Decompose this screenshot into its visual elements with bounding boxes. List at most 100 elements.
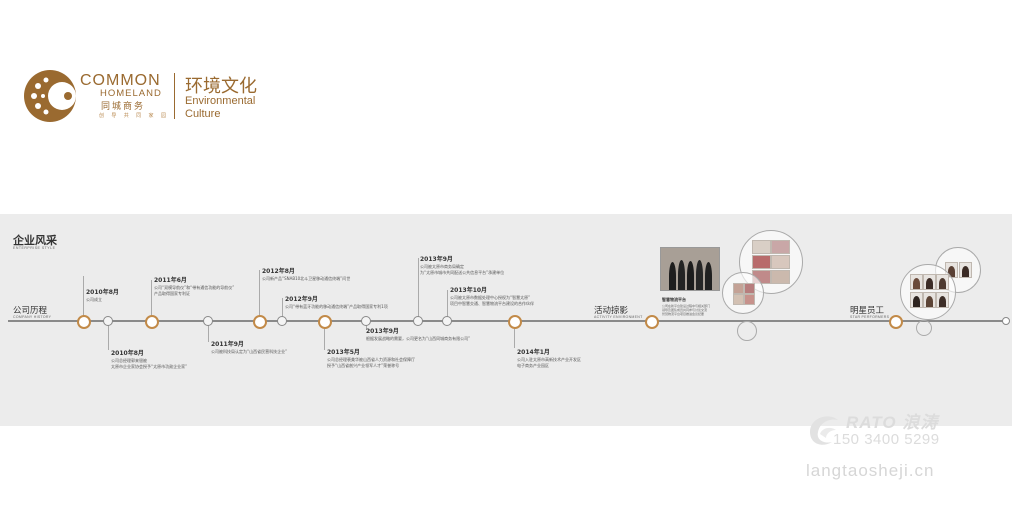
staff-portrait [936, 292, 949, 308]
milestone-company-history-sub: COMPANY HISTORY [13, 315, 52, 319]
event-2013-10: 2013年10月 公司被太原市数据处理中心授权为“智慧太原” 项目中智慧交通、智… [450, 287, 534, 306]
person-figure [669, 262, 676, 290]
event-2012-08: 2012年8月 公司新产品“SNAB10北斗卫星移动通信终端”问世 [262, 268, 350, 282]
event-date: 2014年1月 [517, 349, 550, 356]
event-text: 公司“带有蓝牙功能的移动通信终端”产品取得国家专利1项 [285, 304, 388, 309]
timeline-node-2010-08-b[interactable] [103, 316, 113, 326]
event-text: 产品取得国家专利证 [154, 290, 190, 296]
timeline-node-star-staff[interactable] [889, 315, 903, 329]
event-date: 2011年6月 [154, 277, 187, 284]
logo-homeland-text: HOMELAND [100, 88, 162, 99]
activity-thumbnail [771, 240, 790, 254]
activity-thumbnail [752, 240, 771, 254]
timeline-node-2013-05[interactable] [318, 315, 332, 329]
environment-title-en-1: Environmental [185, 95, 256, 107]
event-2012-09: 2012年9月 公司“带有蓝牙功能的移动通信终端”产品取得国家专利1项 [285, 296, 388, 310]
event-2010-08-b: 2010年8月 公司总经理郭来银被 太原市企业家协会授予“太原市功勋企业家” [111, 350, 187, 369]
event-2013-09-a: 2013年9月 根据发展战略的需要，公司更名为“山西同城商务有限公司” [366, 328, 470, 342]
staff-portrait [959, 262, 972, 278]
activity-thumbnail [733, 283, 744, 294]
activity-caption-title: 智慧物流平台 [662, 297, 686, 302]
tick-2011-06 [151, 280, 152, 320]
event-text: 太原市企业家协会授予“太原市功勋企业家” [111, 363, 188, 369]
activity-group-photo[interactable] [660, 247, 720, 291]
activity-thumbnail [771, 255, 790, 269]
tick-2012-09 [282, 298, 283, 320]
watermark-site: langtaosheji.cn [806, 461, 935, 480]
common-homeland-logo-icon [24, 70, 76, 122]
timeline-node-2011-06[interactable] [145, 315, 159, 329]
activity-thumbnail [744, 294, 755, 305]
logo-common-text: COMMON [80, 72, 161, 89]
person-figure [939, 296, 946, 307]
activity-thumbnail [771, 270, 790, 284]
timeline-node-2010-08-a[interactable] [77, 315, 91, 329]
event-date: 2010年8月 [111, 350, 144, 357]
event-2013-09-b: 2013年9月 公司被太原市商务局确定 为“太原市城市共同配送公共信息平台”承建… [420, 256, 504, 275]
decorative-circle [737, 321, 757, 341]
staff-portrait [923, 292, 936, 308]
event-text: 电子商务产业园区 [517, 362, 549, 368]
staff-portrait [910, 274, 923, 290]
event-text: 公司总经理裴美华被山西省人力资源和社会保障厅 [327, 357, 415, 362]
milestone-activity: 活动掠影 [594, 306, 629, 316]
milestone-company-history: 公司历程 [13, 306, 48, 316]
event-text: 根据发展战略的需要，公司更名为“山西同城商务有限公司” [366, 336, 471, 341]
milestone-star-staff-sub: STAR PERFORMERS [850, 315, 890, 319]
tick-2014-01 [514, 322, 515, 348]
timeline-node-activity[interactable] [645, 315, 659, 329]
person-figure [687, 261, 694, 290]
activity-thumbnail [752, 255, 771, 269]
event-2011-06: 2011年6月 公司“双模导航仪”和“带有通信功能的导航仪” 产品取得国家专利证 [154, 277, 234, 296]
event-date: 2013年10月 [450, 287, 488, 294]
rato-watermark-icon [810, 416, 838, 445]
staff-portrait [910, 292, 923, 308]
event-text: 项目中智慧交通、智慧物流平台建设的合作伙伴 [450, 300, 534, 306]
activity-caption-line: 智慧物流平台项目推进会议纪要 [662, 312, 705, 316]
staff-portrait [923, 274, 936, 290]
tick-2013-05 [324, 322, 325, 350]
decorative-circle [916, 320, 932, 336]
section-title: 企业风采 [13, 234, 57, 247]
event-text: 公司被太原市商务局确定 [420, 264, 464, 269]
tick-2010-08-b [108, 322, 109, 350]
staff-portrait [936, 274, 949, 290]
event-2011-09: 2011年9月 公司被科技局认定为“山西省民营科技企业” [211, 341, 287, 355]
timeline-node-2012-08[interactable] [253, 315, 267, 329]
timeline-node-2012-09[interactable] [277, 316, 287, 326]
event-text: 公司入驻太原市高新技术产业开发区 [517, 357, 581, 362]
person-figure [939, 278, 946, 289]
timeline-node-2013-09-a[interactable] [361, 316, 371, 326]
event-text: 公司总经理郭来银被 [111, 358, 147, 363]
timeline-node-2011-09[interactable] [203, 316, 213, 326]
tick-2010-08-a [83, 276, 84, 320]
logo-cn-text: 同城商务 [101, 101, 146, 111]
staff-photo-circle-main[interactable] [900, 264, 956, 320]
event-text: 授予“山西省創兴产业领军人才”荣誉称号 [327, 362, 400, 368]
event-date: 2013年9月 [420, 256, 453, 263]
event-2014-01: 2014年1月 公司入驻太原市高新技术产业开发区 电子商务产业园区 [517, 349, 581, 368]
timeline-node-2014-01[interactable] [508, 315, 522, 329]
event-date: 2012年9月 [285, 296, 318, 303]
person-figure [913, 296, 920, 307]
activity-photo-circle-small[interactable] [722, 272, 764, 314]
person-figure [962, 266, 969, 277]
person-figure [696, 260, 703, 290]
activity-photo-circle-large[interactable] [739, 230, 803, 294]
event-text: 为“太原市城市共同配送公共信息平台”承建单位 [420, 269, 505, 275]
event-2013-05: 2013年5月 公司总经理裴美华被山西省人力资源和社会保障厅 授予“山西省創兴产… [327, 349, 415, 368]
logo-divider [174, 73, 175, 119]
person-figure [678, 260, 685, 290]
timeline-node-2013-09-b[interactable] [413, 316, 423, 326]
event-date: 2013年5月 [327, 349, 360, 356]
tick-2013-10 [447, 290, 448, 320]
event-text: 公司被科技局认定为“山西省民营科技企业” [211, 349, 288, 354]
activity-thumbnail [744, 283, 755, 294]
tick-2011-09 [208, 322, 209, 342]
event-text: 公司“双模导航仪”和“带有通信功能的导航仪” [154, 285, 235, 290]
timeline-node-2013-10[interactable] [442, 316, 452, 326]
event-date: 2011年9月 [211, 341, 244, 348]
event-text: 公司被太原市数据处理中心授权为“智慧太原” [450, 295, 531, 300]
environment-title-cn: 环境文化 [185, 76, 257, 97]
event-date: 2012年8月 [262, 268, 295, 275]
